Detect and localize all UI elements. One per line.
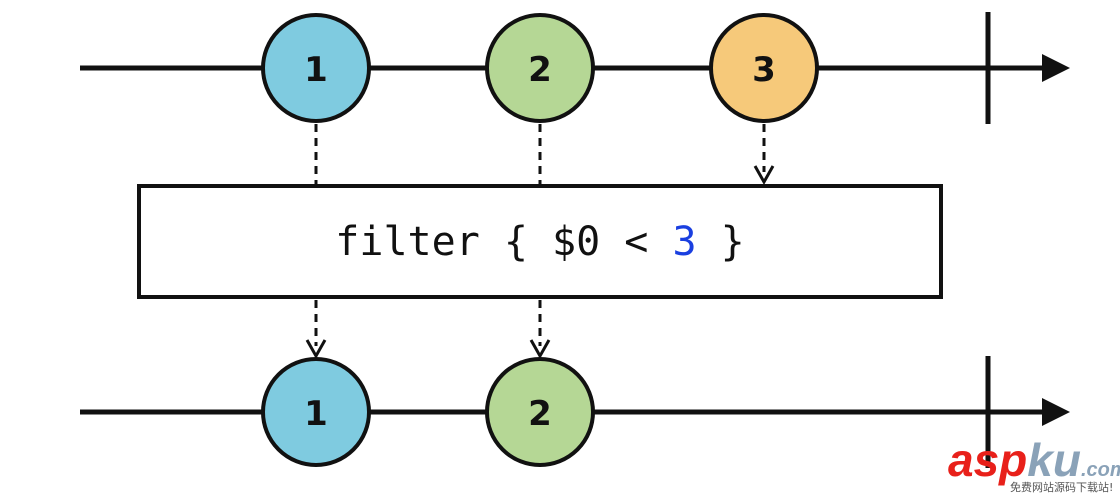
source-timeline-arrowhead (1042, 54, 1070, 82)
result-connectors (305, 300, 551, 360)
result-timeline-arrowhead (1042, 398, 1070, 426)
result-marble-2-label: 2 (528, 394, 552, 434)
connector-result-2-arrowhead (529, 339, 551, 360)
connector-result-1-arrowhead (305, 339, 327, 360)
source-marbles: 1 2 3 (261, 13, 819, 123)
source-marble-1: 1 (261, 13, 371, 123)
watermark-text: aspku.com (948, 434, 1120, 486)
operator-number: 3 (672, 219, 696, 265)
result-marble-1-label: 1 (304, 394, 328, 434)
source-connectors (314, 124, 775, 186)
source-marble-3-label: 3 (752, 50, 776, 90)
watermark-com: .com (1081, 459, 1120, 481)
source-marble-2-label: 2 (528, 50, 552, 90)
operator-box: filter { $0 < 3 } (137, 184, 943, 299)
watermark-main: asp (948, 434, 1027, 486)
result-marbles: 1 2 (261, 357, 595, 467)
source-marble-2-circle (485, 13, 595, 123)
result-marble-2: 2 (485, 357, 595, 467)
operator-suffix: } (697, 219, 745, 265)
source-marble-2: 2 (485, 13, 595, 123)
watermark-ku: ku (1027, 434, 1081, 486)
operator-expression: filter { $0 < 3 } (335, 219, 744, 265)
result-marble-1: 1 (261, 357, 371, 467)
watermark: aspku.com 免费网站源码下载站! (948, 434, 1120, 494)
operator-box-frame (137, 184, 943, 299)
source-marble-3: 3 (709, 13, 819, 123)
result-marble-1-circle (261, 357, 371, 467)
connector-source-3-arrowhead (753, 165, 775, 186)
source-marble-3-circle (709, 13, 819, 123)
operator-prefix: filter { $0 < (335, 219, 672, 265)
result-marble-2-circle (485, 357, 595, 467)
source-marble-1-label: 1 (304, 50, 328, 90)
watermark-subtitle: 免费网站源码下载站! (1010, 480, 1113, 494)
source-marble-1-circle (261, 13, 371, 123)
